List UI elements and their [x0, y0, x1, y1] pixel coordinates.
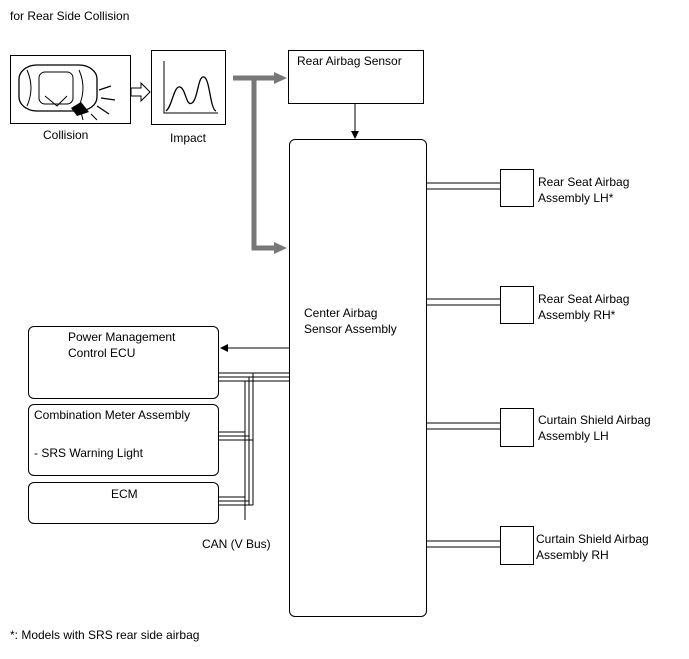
rear-airbag-sensor-label: Rear Airbag Sensor: [297, 54, 402, 68]
curtain-shield-airbag-rh-squib: [500, 526, 534, 565]
footnote: *: Models with SRS rear side airbag: [10, 628, 200, 642]
diagram-title: for Rear Side Collision: [10, 9, 130, 23]
power-management-ecu-label: Power Management Control ECU: [68, 330, 176, 360]
impact-label: Impact: [170, 131, 207, 145]
collision-label: Collision: [43, 128, 89, 142]
car-collision-icon: [18, 64, 116, 121]
collision-to-impact-arrow: [130, 81, 151, 103]
curtain-shield-airbag-lh-label: Curtain Shield Airbag Assembly LH: [538, 413, 651, 443]
impact-signal-arrows: [233, 72, 287, 254]
impact-graph-frame: [151, 50, 226, 125]
output-lines: [427, 182, 515, 548]
squib-symbols: [514, 182, 526, 548]
curtain-shield-airbag-rh-label: Curtain Shield Airbag Assembly RH: [536, 532, 649, 562]
rear-seat-airbag-rh-label: Rear Seat Airbag Assembly RH*: [538, 292, 630, 322]
srs-warning-light-label: - SRS Warning Light: [34, 446, 143, 460]
curtain-shield-airbag-lh-squib: [500, 408, 534, 447]
rear-seat-airbag-rh-squib: [500, 286, 534, 324]
can-bus-label: CAN (V Bus): [202, 537, 271, 551]
can-bus-lines: [219, 372, 289, 520]
rear-airbag-sensor-box: Rear Airbag Sensor: [288, 50, 424, 104]
combination-meter-box: Combination Meter Assembly - SRS Warning…: [28, 404, 219, 476]
ecm-label: ECM: [111, 487, 138, 501]
combination-meter-label: Combination Meter Assembly: [34, 408, 191, 422]
rear-seat-airbag-lh-label: Rear Seat Airbag Assembly LH*: [538, 175, 630, 205]
impact-waveform-icon: [163, 61, 218, 114]
center-airbag-sensor-box: Center Airbag Sensor Assembly: [289, 139, 427, 617]
rear-seat-airbag-lh-squib: [500, 169, 534, 207]
collision-image-frame: [10, 55, 131, 124]
center-airbag-sensor-label: Center Airbag Sensor Assembly: [304, 306, 397, 336]
power-management-ecu-box: Power Management Control ECU: [28, 326, 219, 399]
ecm-box: ECM: [28, 482, 219, 524]
